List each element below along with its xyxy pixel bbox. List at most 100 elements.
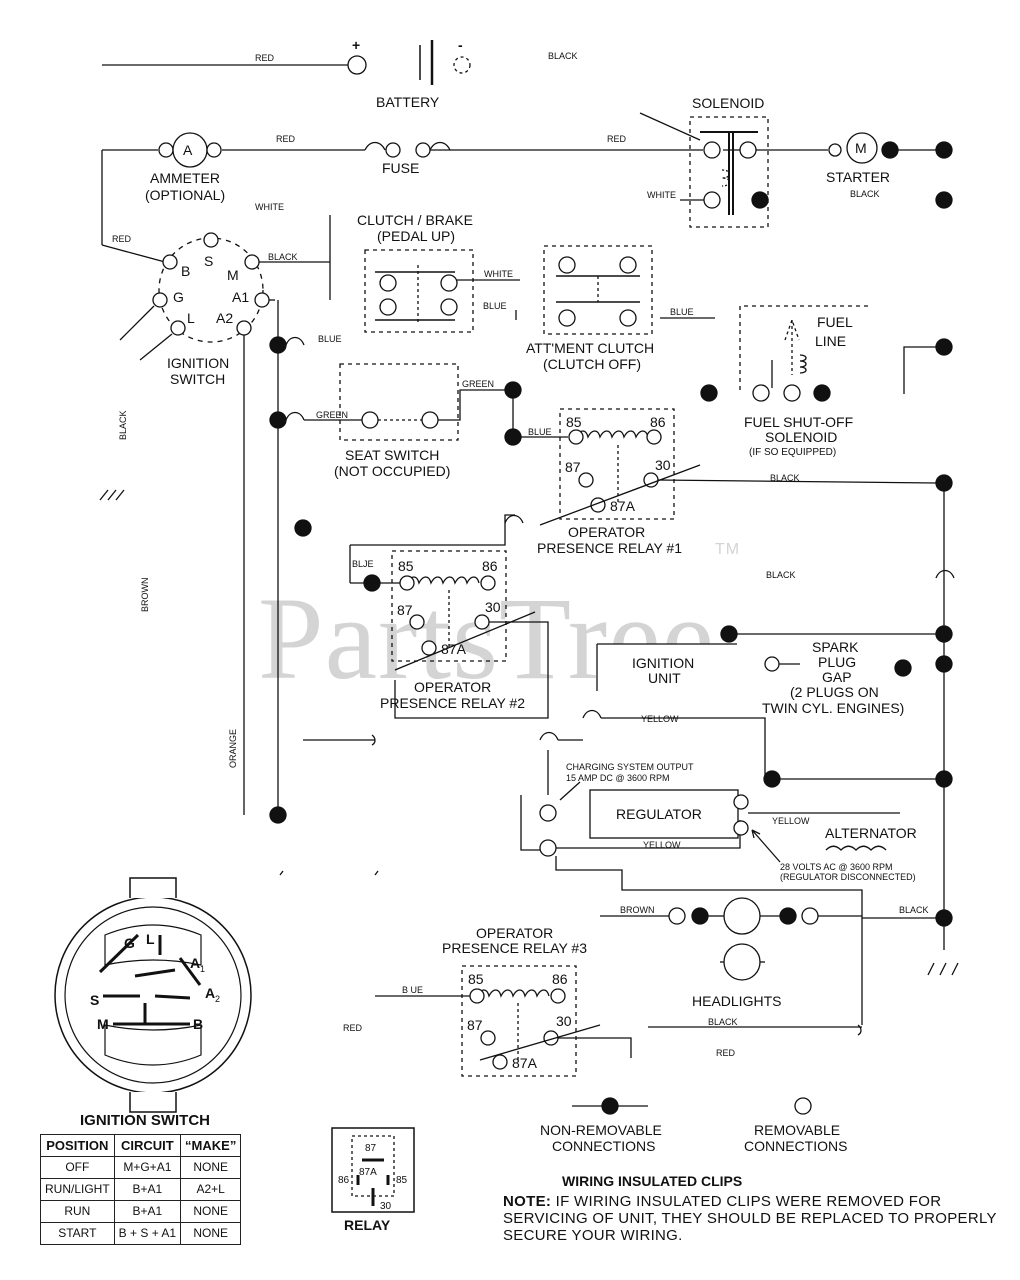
battery-plus: + bbox=[352, 37, 360, 53]
battery-minus: - bbox=[458, 37, 463, 53]
wire-blue-bus: BLUE bbox=[318, 334, 342, 344]
wire-yellow-top: YELLOW bbox=[641, 714, 679, 724]
seat-label-2: (NOT OCCUPIED) bbox=[334, 463, 450, 479]
face-l: L bbox=[146, 931, 155, 947]
power-line: A AMMETER (OPTIONAL) FUSE RED RED RED WH… bbox=[101, 132, 953, 263]
battery-label: BATTERY bbox=[376, 94, 440, 110]
relay3-pin-87a: 87A bbox=[512, 1055, 538, 1071]
regulator: CHARGING SYSTEM OUTPUT 15 AMP DC @ 3600 … bbox=[303, 709, 936, 919]
relay-1: 85 86 87 30 87A OPERATOR PRESENCE RELAY … bbox=[349, 408, 953, 583]
headlights-label: HEADLIGHTS bbox=[692, 993, 781, 1009]
table-cell: OFF bbox=[40, 1156, 115, 1179]
table-row: OFF M+G+A1 NONE bbox=[40, 1156, 242, 1179]
attclutch-label-2: (CLUTCH OFF) bbox=[543, 356, 641, 372]
wire-red-battery: RED bbox=[255, 53, 275, 63]
relaysym-87a: 87A bbox=[359, 1167, 377, 1178]
clutch-brake: CLUTCH / BRAKE (PEDAL UP) WHITE BLUE bbox=[357, 212, 520, 333]
relaysym-86: 86 bbox=[338, 1175, 350, 1186]
wire-blue-relay2: BLJE bbox=[352, 559, 374, 569]
wire-blue-clutch: BLUE bbox=[483, 301, 507, 311]
table-cell: NONE bbox=[180, 1222, 242, 1245]
relay1-pin-30: 30 bbox=[655, 457, 671, 473]
relay2-label-2: PRESENCE RELAY #2 bbox=[380, 695, 525, 711]
wire-black-relay3: BLACK bbox=[708, 1017, 738, 1027]
relay3-pin-85: 85 bbox=[468, 971, 484, 987]
attclutch-label-1: ATT'MENT CLUTCH bbox=[526, 340, 654, 356]
table-row: START B + S + A1 NONE bbox=[40, 1222, 242, 1245]
wire-black-ign: BLACK bbox=[268, 252, 298, 262]
ign-label-2: SWITCH bbox=[170, 371, 225, 387]
ammeter-symbol: A bbox=[183, 142, 193, 158]
ignition-switch-table: POSITION CIRCUIT “MAKE” OFF M+G+A1 NONE … bbox=[40, 1134, 242, 1245]
attachment-clutch: ATT'MENT CLUTCH (CLUTCH OFF) BLUE bbox=[526, 245, 718, 402]
clips-note-text: IF WIRING INSULATED CLIPS WERE REMOVED F… bbox=[503, 1193, 997, 1244]
wire-red-ammeter: RED bbox=[276, 134, 296, 144]
table-cell: B+A1 bbox=[113, 1178, 182, 1201]
relaysym-87: 87 bbox=[365, 1143, 377, 1154]
table-cell: START bbox=[40, 1222, 115, 1245]
relay3-label-1: OPERATOR bbox=[476, 925, 553, 941]
table-header: CIRCUIT bbox=[113, 1134, 182, 1157]
table-cell: NONE bbox=[180, 1200, 242, 1223]
wire-red-relay3: RED bbox=[343, 1023, 363, 1033]
relay-2: 85 86 87 30 87A OPERATOR PRESENCE RELAY … bbox=[350, 550, 549, 719]
face-a1-sub: 1 bbox=[200, 964, 205, 974]
wire-red-bottom: RED bbox=[716, 1048, 736, 1058]
wire-yellow-bottom: YELLOW bbox=[643, 840, 681, 850]
relaysym-title: RELAY bbox=[344, 1217, 391, 1233]
wire-white-clutch: WHITE bbox=[484, 269, 513, 279]
fuel-sol-3: (IF SO EQUIPPED) bbox=[749, 447, 836, 458]
relay2-label-1: OPERATOR bbox=[414, 679, 491, 695]
left-bus: BLUE GREEN BLACK BROWN ORANGE bbox=[99, 215, 379, 876]
relay3-pin-86: 86 bbox=[552, 971, 568, 987]
ign-label-1: IGNITION bbox=[167, 355, 229, 371]
ammeter-sublabel: (OPTIONAL) bbox=[145, 187, 225, 203]
spark-4: (2 PLUGS ON bbox=[790, 684, 879, 700]
face-a2-sub: 2 bbox=[215, 994, 220, 1004]
fuel-line-1: FUEL bbox=[817, 314, 853, 330]
table-row: RUN/LIGHT B+A1 A2+L bbox=[40, 1178, 242, 1201]
legend-removable-2: CONNECTIONS bbox=[744, 1138, 847, 1154]
fuse-label: FUSE bbox=[382, 160, 419, 176]
charging-1: CHARGING SYSTEM OUTPUT bbox=[566, 762, 694, 772]
seat-label-1: SEAT SWITCH bbox=[345, 447, 439, 463]
spark-5: TWIN CYL. ENGINES) bbox=[762, 700, 904, 716]
relay1-pin-85: 85 bbox=[566, 414, 582, 430]
wire-black-right: BLACK bbox=[766, 570, 796, 580]
headlights: HEADLIGHTS BROWN BLACK bbox=[600, 897, 929, 1036]
face-s: S bbox=[90, 992, 99, 1008]
wire-green-bus: GREEN bbox=[316, 410, 348, 420]
solenoid: SOLENOID WHITE bbox=[639, 95, 769, 228]
legend: NON-REMOVABLE CONNECTIONS REMOVABLE CONN… bbox=[540, 1097, 847, 1154]
spark-3: GAP bbox=[822, 669, 852, 685]
ignition-switch-face: G L A 1 A 2 S M B bbox=[54, 877, 252, 1113]
face-a1: A bbox=[190, 955, 200, 971]
table-cell: A2+L bbox=[180, 1178, 242, 1201]
solenoid-label: SOLENOID bbox=[692, 95, 764, 111]
relay1-pin-87a: 87A bbox=[610, 498, 636, 514]
fuel-line-2: LINE bbox=[815, 333, 846, 349]
wire-orange-left: ORANGE bbox=[228, 729, 238, 768]
ign-pin-a2: A2 bbox=[216, 310, 233, 326]
wire-blue-relay3: B UE bbox=[402, 985, 423, 995]
starter-symbol: M bbox=[855, 140, 867, 156]
wire-black-left: BLACK bbox=[118, 410, 128, 440]
relay2-pin-87: 87 bbox=[397, 602, 413, 618]
wire-blue-attclutch: BLUE bbox=[670, 307, 694, 317]
clips-note-label: NOTE: bbox=[503, 1193, 552, 1210]
table-cell: RUN bbox=[40, 1200, 115, 1223]
legend-nonremovable-2: CONNECTIONS bbox=[552, 1138, 655, 1154]
wire-green-seat: GREEN bbox=[462, 379, 494, 389]
relay2-pin-30: 30 bbox=[485, 599, 501, 615]
wire-red-solenoid: RED bbox=[607, 134, 627, 144]
wire-brown-headlights: BROWN bbox=[620, 905, 655, 915]
face-m: M bbox=[97, 1016, 109, 1032]
table-header: “MAKE” bbox=[180, 1134, 242, 1157]
battery: + - BATTERY RED BLACK bbox=[102, 37, 578, 110]
relaysym-30: 30 bbox=[380, 1201, 392, 1212]
legend-nonremovable-1: NON-REMOVABLE bbox=[540, 1122, 662, 1138]
wire-black-battery: BLACK bbox=[548, 51, 578, 61]
table-cell: M+G+A1 bbox=[113, 1156, 182, 1179]
wire-blue-relay1: BLUE bbox=[528, 427, 552, 437]
